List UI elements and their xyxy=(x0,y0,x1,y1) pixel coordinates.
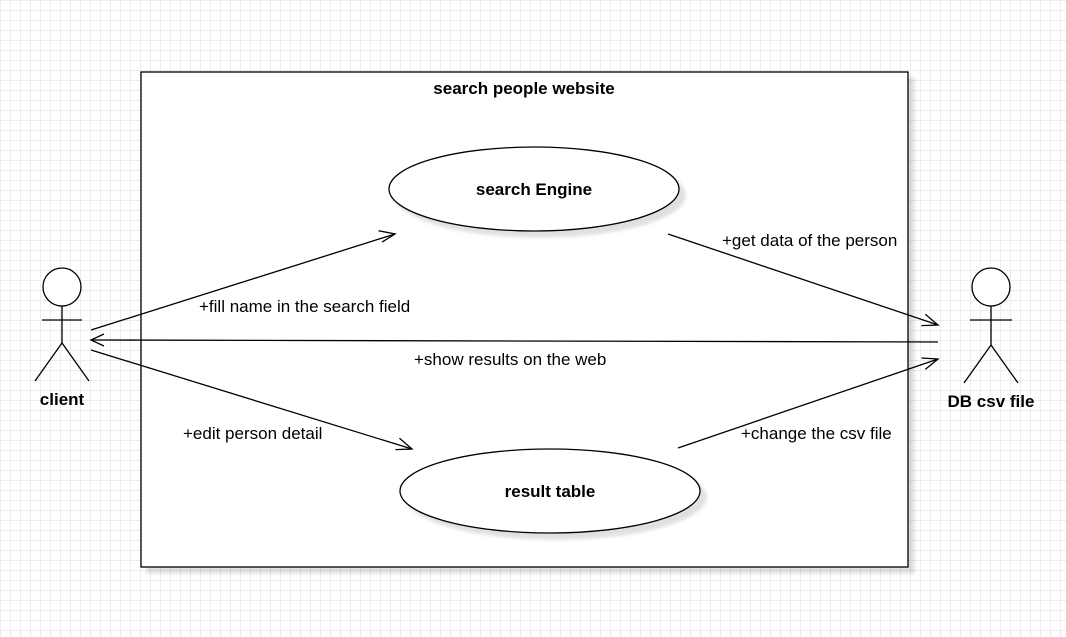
association-get-data[interactable] xyxy=(667,233,940,327)
association-fill-name[interactable] xyxy=(90,230,397,331)
association-label-change-csv: +change the csv file xyxy=(741,424,892,443)
association-label-edit-person: +edit person detail xyxy=(183,424,322,443)
association-change-csv[interactable] xyxy=(677,357,940,449)
association-label-get-data: +get data of the person xyxy=(722,231,897,250)
system-title: search people website xyxy=(433,79,614,98)
use-case-label: search Engine xyxy=(476,180,592,199)
association-edit-person[interactable] xyxy=(90,349,414,451)
stick-figure-icon xyxy=(34,267,90,382)
association-show-results[interactable] xyxy=(89,333,939,347)
use-case-result-table[interactable]: result table xyxy=(399,448,701,534)
use-case-search-engine[interactable]: search Engine xyxy=(388,146,680,232)
association-label-show-results: +show results on the web xyxy=(414,350,606,369)
use-case-label: result table xyxy=(505,482,596,501)
actor-db-csv-file[interactable]: DB csv file xyxy=(948,267,1035,411)
actor-label: client xyxy=(40,390,85,409)
actor-label: DB csv file xyxy=(948,392,1035,411)
actor-client[interactable]: client xyxy=(34,267,90,409)
association-label-fill-name: +fill name in the search field xyxy=(199,297,410,316)
stick-figure-icon xyxy=(963,267,1019,384)
